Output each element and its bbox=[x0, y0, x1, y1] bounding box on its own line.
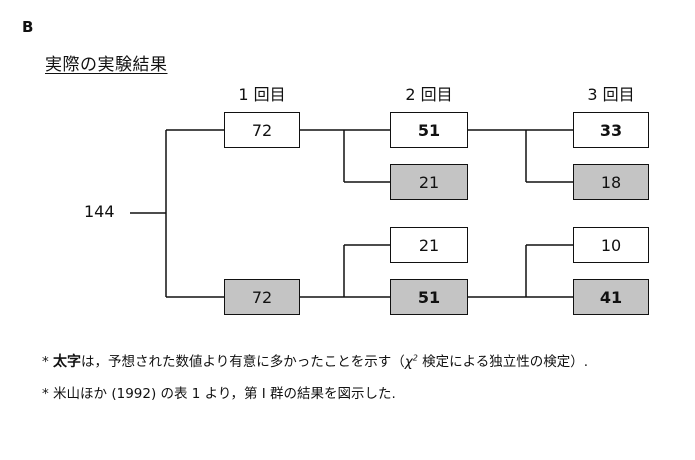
footnote-asterisk: * bbox=[42, 354, 54, 370]
start-value: 144 bbox=[84, 202, 115, 221]
panel-letter: B bbox=[22, 18, 34, 36]
footnote-source: * 米山ほか (1992) の表 1 より，第 I 群の結果を図示した. bbox=[42, 386, 396, 402]
chi-square-symbol: χ2 bbox=[404, 353, 418, 371]
node-round2-d: 51 bbox=[390, 279, 468, 315]
round-label-1: 1 回目 bbox=[238, 85, 286, 104]
footnote-bold-term: 太字 bbox=[53, 354, 82, 370]
footnote-text-end: 検定による独立性の検定）. bbox=[417, 354, 589, 370]
diagram-heading: 実際の実験結果 bbox=[45, 55, 168, 75]
node-round3-a: 33 bbox=[573, 112, 649, 148]
node-round1-bottom: 72 bbox=[224, 279, 300, 315]
node-round3-c: 10 bbox=[573, 227, 649, 263]
node-round2-a: 51 bbox=[390, 112, 468, 148]
footnote-text: は，予想された数値より有意に多かったことを示す（ bbox=[81, 354, 405, 370]
footnote-bold-meaning: * 太字は，予想された数値より有意に多かったことを示す（χ2 検定による独立性の… bbox=[42, 350, 588, 371]
node-round3-b: 18 bbox=[573, 164, 649, 200]
round-label-3: 3 回目 bbox=[587, 85, 635, 104]
node-round3-d: 41 bbox=[573, 279, 649, 315]
node-round1-top: 72 bbox=[224, 112, 300, 148]
node-round2-b: 21 bbox=[390, 164, 468, 200]
round-label-2: 2 回目 bbox=[405, 85, 453, 104]
node-round2-c: 21 bbox=[390, 227, 468, 263]
